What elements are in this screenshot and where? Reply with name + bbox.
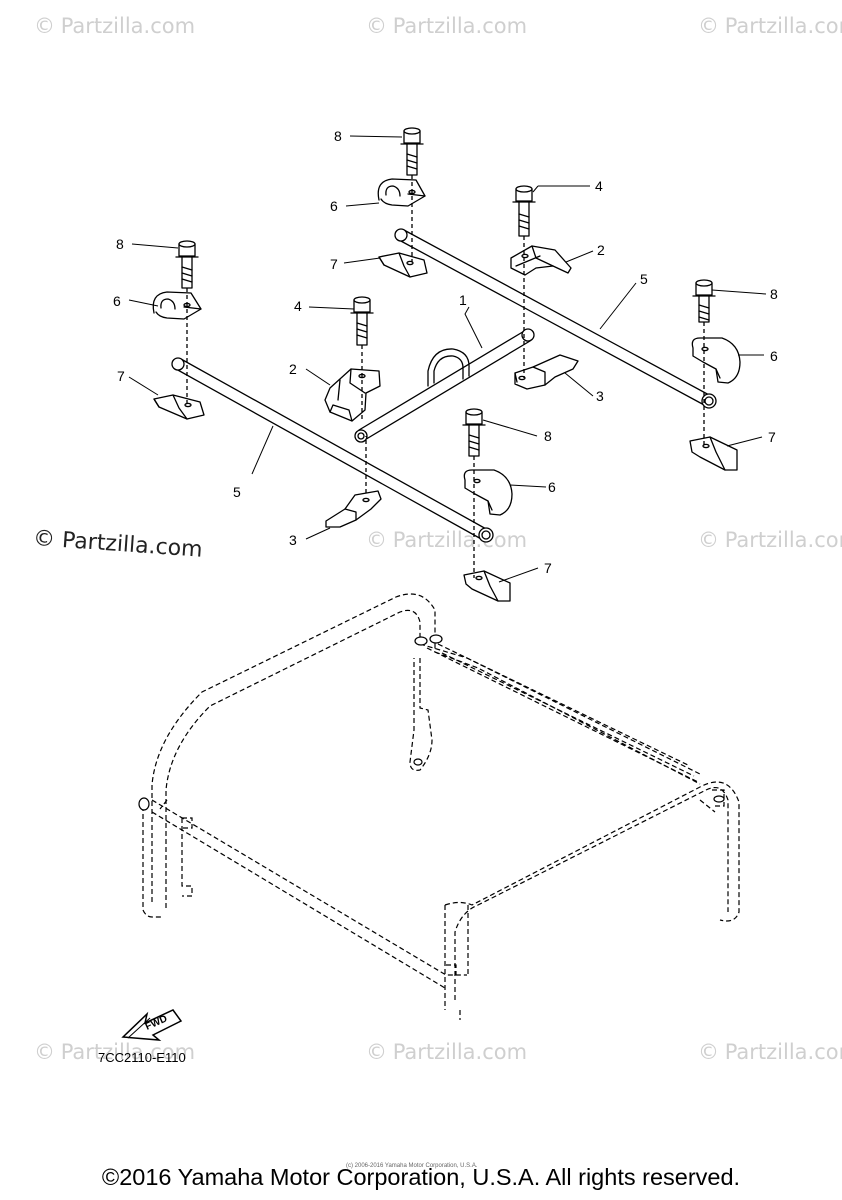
collar-7-left: [153, 394, 205, 420]
clamp-6-left: [152, 291, 202, 320]
clamp-6-right: [691, 337, 741, 384]
watermark-text: Partzilla.com: [724, 528, 842, 552]
watermark-symbol: ©: [366, 14, 387, 38]
callout-3: 3: [596, 388, 604, 404]
callout-6: 6: [330, 198, 338, 214]
diagram-code: 7CC2110-E110: [98, 1050, 186, 1065]
watermark-symbol: ©: [698, 14, 719, 38]
bolt-8-right: [692, 279, 716, 323]
clamp-6-top: [377, 178, 426, 207]
watermark-text: Partzilla.com: [60, 14, 196, 38]
collar-7-center: [463, 570, 511, 602]
collar-7-right: [689, 436, 738, 471]
bolt-4-center: [350, 296, 374, 346]
callout-4: 4: [294, 298, 302, 314]
fwd-arrow-icon: FWD: [121, 1009, 183, 1041]
callout-7: 7: [330, 256, 338, 272]
callout-4: 4: [595, 178, 603, 194]
plate-3-left: [325, 490, 382, 528]
bolt-8-left: [175, 240, 199, 289]
clamp-6-center: [463, 469, 513, 516]
small-copyright-note: (c) 2006-2016 Yamaha Motor Corporation, …: [346, 1163, 478, 1169]
assembly-lines: [186, 175, 705, 578]
watermark-text: Partzilla.com: [60, 1040, 196, 1064]
right-tube: [394, 228, 717, 409]
callout-6: 6: [770, 348, 778, 364]
watermark-text: Partzilla.com: [392, 1040, 528, 1064]
plate-3-right: [514, 354, 579, 390]
leader-lines: [128, 135, 767, 583]
bolt-4-top: [512, 185, 536, 237]
watermark: © Partzilla.com: [366, 1040, 527, 1064]
left-tube: [171, 357, 494, 543]
callout-2: 2: [597, 242, 605, 258]
cross-tube: [354, 328, 535, 443]
watermark-text: Partzilla.com: [724, 14, 842, 38]
watermark: © Partzilla.com: [34, 14, 195, 38]
callout-8: 8: [770, 286, 778, 302]
watermark-text: Partzilla.com: [392, 14, 528, 38]
watermark-text: Partzilla.com: [724, 1040, 842, 1064]
callout-1: 1: [459, 292, 467, 308]
callout-2: 2: [289, 361, 297, 377]
rops-frame: [142, 593, 740, 1020]
watermark-symbol: ©: [698, 1040, 719, 1064]
watermark: © Partzilla.com: [34, 1040, 195, 1064]
callout-5: 5: [233, 484, 241, 500]
watermark: © Partzilla.com: [698, 14, 842, 38]
watermark-symbol: ©: [34, 14, 55, 38]
watermark-symbol: ©: [698, 528, 719, 552]
collar-7-top: [378, 252, 428, 278]
watermark-symbol: ©: [366, 528, 387, 552]
callout-5: 5: [640, 271, 648, 287]
callout-7: 7: [544, 560, 552, 576]
watermark: © Partzilla.com: [366, 528, 527, 552]
watermark-symbol: ©: [366, 1040, 387, 1064]
callout-7: 7: [768, 429, 776, 445]
watermark: © Partzilla.com: [698, 528, 842, 552]
bolt-8-center: [462, 408, 486, 457]
watermark-text: Partzilla.com: [392, 528, 528, 552]
callout-8: 8: [116, 236, 124, 252]
callout-7: 7: [117, 368, 125, 384]
copyright-footer: ©2016 Yamaha Motor Corporation, U.S.A. A…: [101, 1164, 741, 1190]
callout-6: 6: [548, 479, 556, 495]
bolt-8-top: [400, 127, 424, 176]
callout-8: 8: [544, 428, 552, 444]
bracket-2-center: [324, 368, 381, 422]
callout-6: 6: [113, 293, 121, 309]
bracket-2-top: [510, 245, 572, 276]
watermark: © Partzilla.com: [698, 1040, 842, 1064]
watermark: © Partzilla.com: [366, 14, 527, 38]
watermark-symbol: ©: [34, 1040, 55, 1064]
callout-8: 8: [334, 128, 342, 144]
callout-3: 3: [289, 532, 297, 548]
